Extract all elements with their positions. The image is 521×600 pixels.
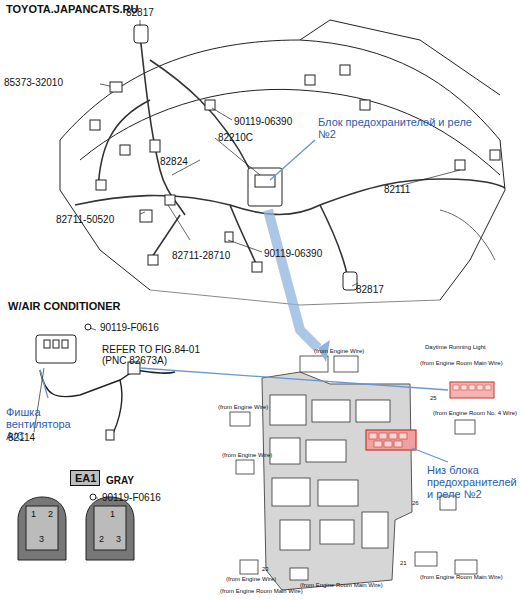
connector-note: (from Engine Wire) [226, 576, 276, 583]
part-number: 3 [39, 535, 44, 545]
connector-note: (from Engine Room Main Wire) [300, 582, 383, 589]
part-number: 90119-06390 [234, 116, 292, 127]
connector-note: 21 [400, 560, 407, 567]
part-number: 82114 [8, 432, 35, 443]
part-number: 1 [31, 510, 36, 520]
part-number: TOYOTA.JAPANCATS.RU [6, 3, 138, 15]
part-number: 82210C [218, 132, 253, 143]
connector-note: (from Engine Room Main Wire) [420, 360, 503, 367]
part-number: 82817 [126, 7, 154, 18]
part-number: REFER TO FIG.84-01 (PNC 82673A) [102, 344, 202, 366]
part-number: 82817 [356, 284, 384, 295]
connector-note: 25 [430, 395, 437, 402]
connector-note: (from Engine Room No. 4 Wire) [433, 410, 517, 417]
connector-note: 23 [262, 566, 269, 573]
part-number: 85373-32010 [4, 77, 63, 88]
part-number: 82711-28710 [172, 250, 230, 261]
part-number: 1 [110, 510, 115, 520]
part-number: 82711-50520 [56, 214, 114, 225]
part-number: 3 [116, 535, 121, 545]
connector-note: (from Engine Wire) [314, 348, 364, 355]
connector-note: (from Engine Room Main Wire) [220, 588, 303, 595]
connector-note: (from Engine Wire) [222, 452, 272, 459]
connector-note: 26 [412, 500, 419, 507]
connector-note: (from Engine Room Main Wire) [420, 574, 503, 581]
part-number: 2 [99, 535, 104, 545]
part-number: GRAY [106, 475, 134, 486]
part-number: 90119-F0616 [100, 322, 159, 333]
annotation-note: Низ блока предохранителей и реле №2 [427, 464, 517, 500]
connector-code-box: EA1 [70, 470, 100, 486]
connector-note: (from Engine Wire) [218, 404, 268, 411]
part-number: W/AIR CONDITIONER [8, 300, 120, 312]
part-number: 90119-F0616 [102, 492, 161, 503]
part-number: 82824 [160, 156, 188, 167]
connector-note: Daytime Running Light [425, 344, 486, 351]
annotation-note: Блок предохранителей и реле №2 [318, 116, 478, 140]
connector-code: EA1 [75, 473, 95, 484]
part-number: 2 [48, 510, 53, 520]
part-number: 90119-06390 [264, 248, 322, 259]
part-number: 82111 [384, 184, 410, 195]
